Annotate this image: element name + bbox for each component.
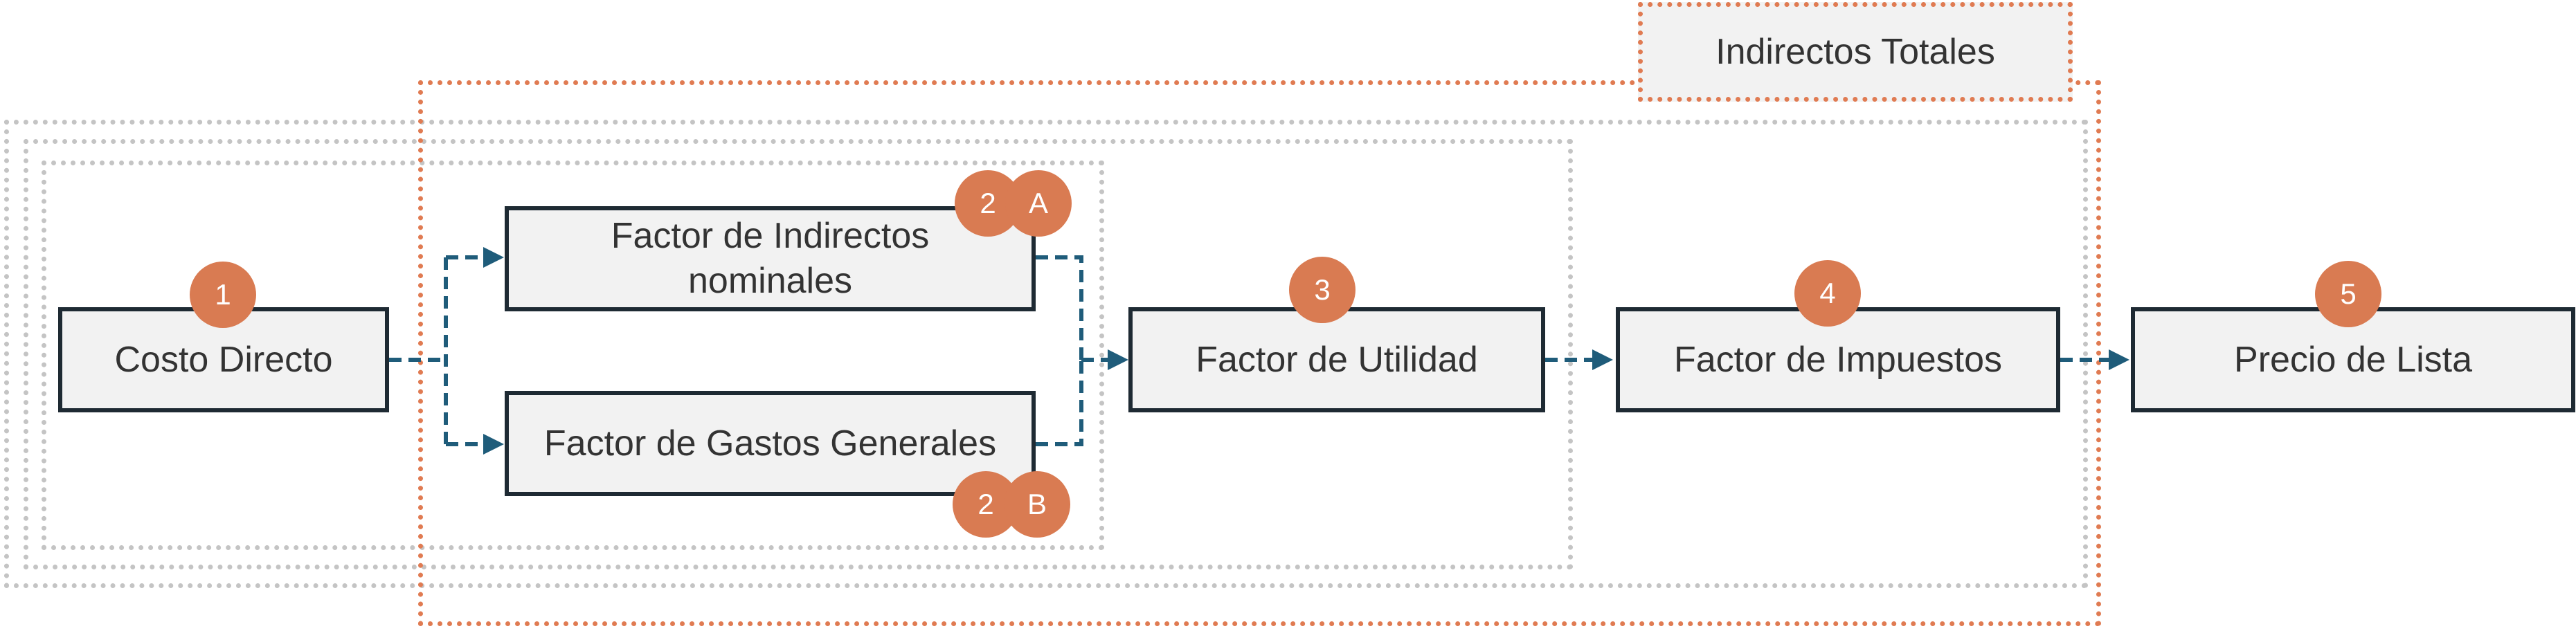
costo-directo-label: Costo Directo xyxy=(114,339,333,380)
factor-utilidad-box: Factor de Utilidad xyxy=(1128,307,1545,412)
step-badge-1: 1 xyxy=(190,262,256,328)
step-badge-5: 5 xyxy=(2315,261,2381,327)
step-badge-2a-letter: A xyxy=(1005,170,1072,237)
step-badge-4-text: 4 xyxy=(1819,277,1836,309)
precio-lista-label: Precio de Lista xyxy=(2234,339,2472,380)
step-badge-2a-number-text: 2 xyxy=(980,187,996,219)
step-badge-1-text: 1 xyxy=(215,278,231,311)
indirectos-totales-text: Indirectos Totales xyxy=(1715,32,1995,72)
step-badge-3-text: 3 xyxy=(1314,273,1331,306)
factor-indirectos-label-line1: Factor de Indirectos xyxy=(611,216,930,256)
step-badge-2b-letter: B xyxy=(1004,471,1070,538)
step-badge-4: 4 xyxy=(1794,260,1861,327)
step-badge-5-text: 5 xyxy=(2340,277,2357,310)
step-badge-2b-letter-text: B xyxy=(1027,488,1047,520)
factor-indirectos-box: Factor de Indirectos nominales xyxy=(505,206,1036,311)
arrow-gastos-to-merge xyxy=(1036,360,1083,446)
outer-gray-frame xyxy=(4,120,2088,588)
indirectos-totales-frame xyxy=(418,80,2101,626)
factor-impuestos-label: Factor de Impuestos xyxy=(1674,339,2002,380)
factor-utilidad-label: Factor de Utilidad xyxy=(1196,339,1478,380)
factor-gastos-generales-label: Factor de Gastos Generales xyxy=(543,423,997,464)
factor-indirectos-label-line2: nominales xyxy=(687,261,853,301)
factor-gastos-generales-box: Factor de Gastos Generales xyxy=(505,391,1036,496)
arrow-indirectos-to-merge xyxy=(1036,255,1083,360)
step-badge-3: 3 xyxy=(1289,257,1355,323)
indirectos-totales-label: Indirectos Totales xyxy=(1638,2,2073,102)
inner-gray-frame xyxy=(42,161,1104,550)
step-badge-2a-letter-text: A xyxy=(1028,187,1048,219)
step-badge-2b-number-text: 2 xyxy=(978,488,994,520)
middle-gray-frame xyxy=(24,139,1573,569)
